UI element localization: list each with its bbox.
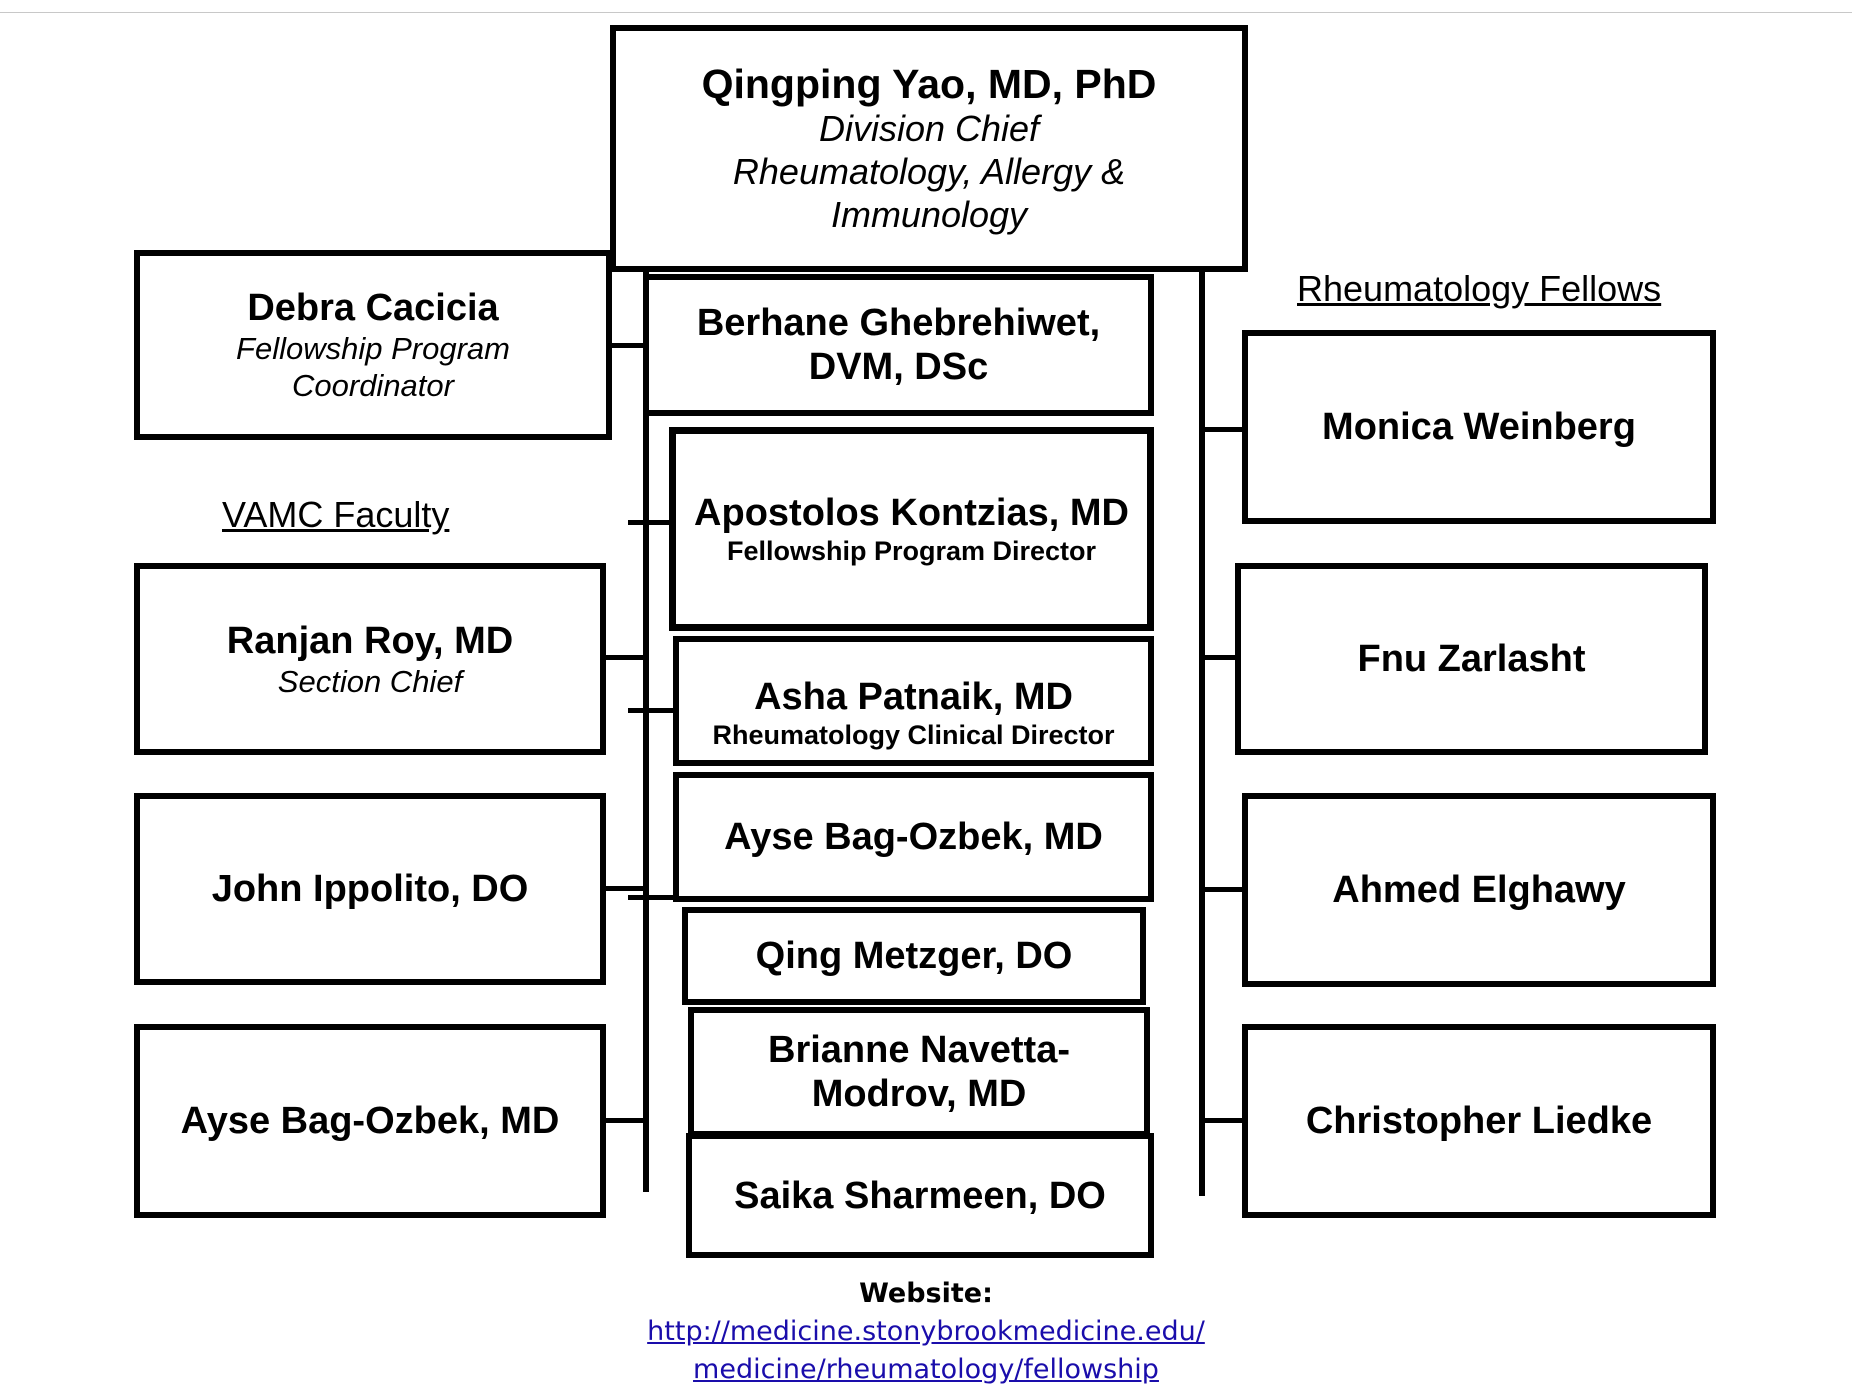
faculty-name-line2: DVM, DSc	[808, 346, 989, 388]
rheumatology-fellows-heading: Rheumatology Fellows	[1297, 268, 1662, 309]
vamc-name: Ayse Bag-Ozbek, MD	[180, 1100, 560, 1142]
vamc-box-ippolito: John Ippolito, DO	[134, 793, 606, 985]
connector-bag-ozbek	[628, 895, 676, 900]
connector-kontzias	[628, 520, 676, 525]
faculty-name: Saika Sharmeen, DO	[734, 1174, 1106, 1217]
chief-title: Division Chief	[818, 108, 1040, 149]
fellow-name: Ahmed Elghawy	[1332, 869, 1626, 911]
fellow-name: Monica Weinberg	[1322, 406, 1636, 448]
window-top-border	[0, 0, 1852, 13]
vamc-faculty-heading: VAMC Faculty	[222, 494, 450, 535]
connector-ippolito	[600, 886, 649, 891]
connector-vamc-bag-ozbek	[600, 1118, 649, 1123]
fellow-box-zarlasht: Fnu Zarlasht	[1235, 563, 1708, 755]
faculty-name: Apostolos Kontzias, MD	[694, 491, 1129, 534]
connector-liedke	[1199, 1118, 1246, 1123]
vamc-name: John Ippolito, DO	[211, 868, 529, 910]
connector-weinberg	[1199, 427, 1246, 432]
faculty-box-kontzias: Apostolos Kontzias, MD Fellowship Progra…	[669, 427, 1154, 631]
faculty-name-line1: Berhane Ghebrehiwet,	[696, 302, 1101, 344]
connector-elghawy	[1199, 887, 1246, 892]
coordinator-role-line1: Fellowship Program	[236, 331, 510, 366]
faculty-box-navetta-modrov: Brianne Navetta- Modrov, MD	[688, 1007, 1150, 1137]
faculty-name: Qing Metzger, DO	[755, 935, 1073, 977]
division-chief-box: Qingping Yao, MD, PhD Division Chief Rhe…	[610, 25, 1248, 272]
chief-name: Qingping Yao, MD, PhD	[701, 61, 1157, 107]
website-label: Website:	[859, 1278, 993, 1309]
faculty-box-ghebrehiwet: Berhane Ghebrehiwet, DVM, DSc	[643, 274, 1154, 416]
faculty-name-line2: Modrov, MD	[811, 1073, 1027, 1115]
fellow-box-liedke: Christopher Liedke	[1242, 1024, 1716, 1218]
faculty-role: Rheumatology Clinical Director	[712, 720, 1115, 750]
vamc-role: Section Chief	[277, 663, 463, 699]
fellow-name: Fnu Zarlasht	[1357, 638, 1586, 680]
coordinator-name: Debra Cacicia	[247, 287, 499, 329]
faculty-box-bag-ozbek: Ayse Bag-Ozbek, MD	[673, 772, 1154, 902]
coordinator-role-line2: Coordinator	[292, 368, 454, 403]
faculty-box-sharmeen: Saika Sharmeen, DO	[686, 1133, 1154, 1258]
left-trunk-line	[643, 270, 649, 1192]
faculty-box-metzger: Qing Metzger, DO	[682, 907, 1146, 1005]
chief-department-line1: Rheumatology, Allergy &	[732, 151, 1126, 192]
connector-zarlasht	[1199, 655, 1239, 660]
connector-coordinator	[602, 343, 649, 348]
chief-department-line2: Immunology	[830, 194, 1028, 235]
right-trunk-line	[1199, 270, 1205, 1196]
website-link-line2[interactable]: medicine/rheumatology/fellowship	[693, 1354, 1159, 1385]
faculty-name-line1: Brianne Navetta-	[768, 1029, 1070, 1071]
connector-roy	[600, 655, 649, 660]
fellow-name: Christopher Liedke	[1305, 1100, 1653, 1142]
vamc-box-bag-ozbek: Ayse Bag-Ozbek, MD	[134, 1024, 606, 1218]
connector-patnaik	[628, 708, 676, 713]
vamc-box-roy: Ranjan Roy, MD Section Chief	[134, 563, 606, 755]
fellow-box-elghawy: Ahmed Elghawy	[1242, 793, 1716, 987]
faculty-box-patnaik: Asha Patnaik, MD Rheumatology Clinical D…	[673, 636, 1154, 766]
faculty-role: Fellowship Program Director	[726, 535, 1097, 566]
fellow-box-weinberg: Monica Weinberg	[1242, 330, 1716, 524]
vamc-name: Ranjan Roy, MD	[226, 619, 514, 662]
faculty-name: Asha Patnaik, MD	[754, 676, 1073, 718]
coordinator-box: Debra Cacicia Fellowship Program Coordin…	[134, 250, 612, 440]
faculty-name: Ayse Bag-Ozbek, MD	[724, 816, 1103, 858]
website-link-line1[interactable]: http://medicine.stonybrookmedicine.edu/	[647, 1316, 1205, 1347]
